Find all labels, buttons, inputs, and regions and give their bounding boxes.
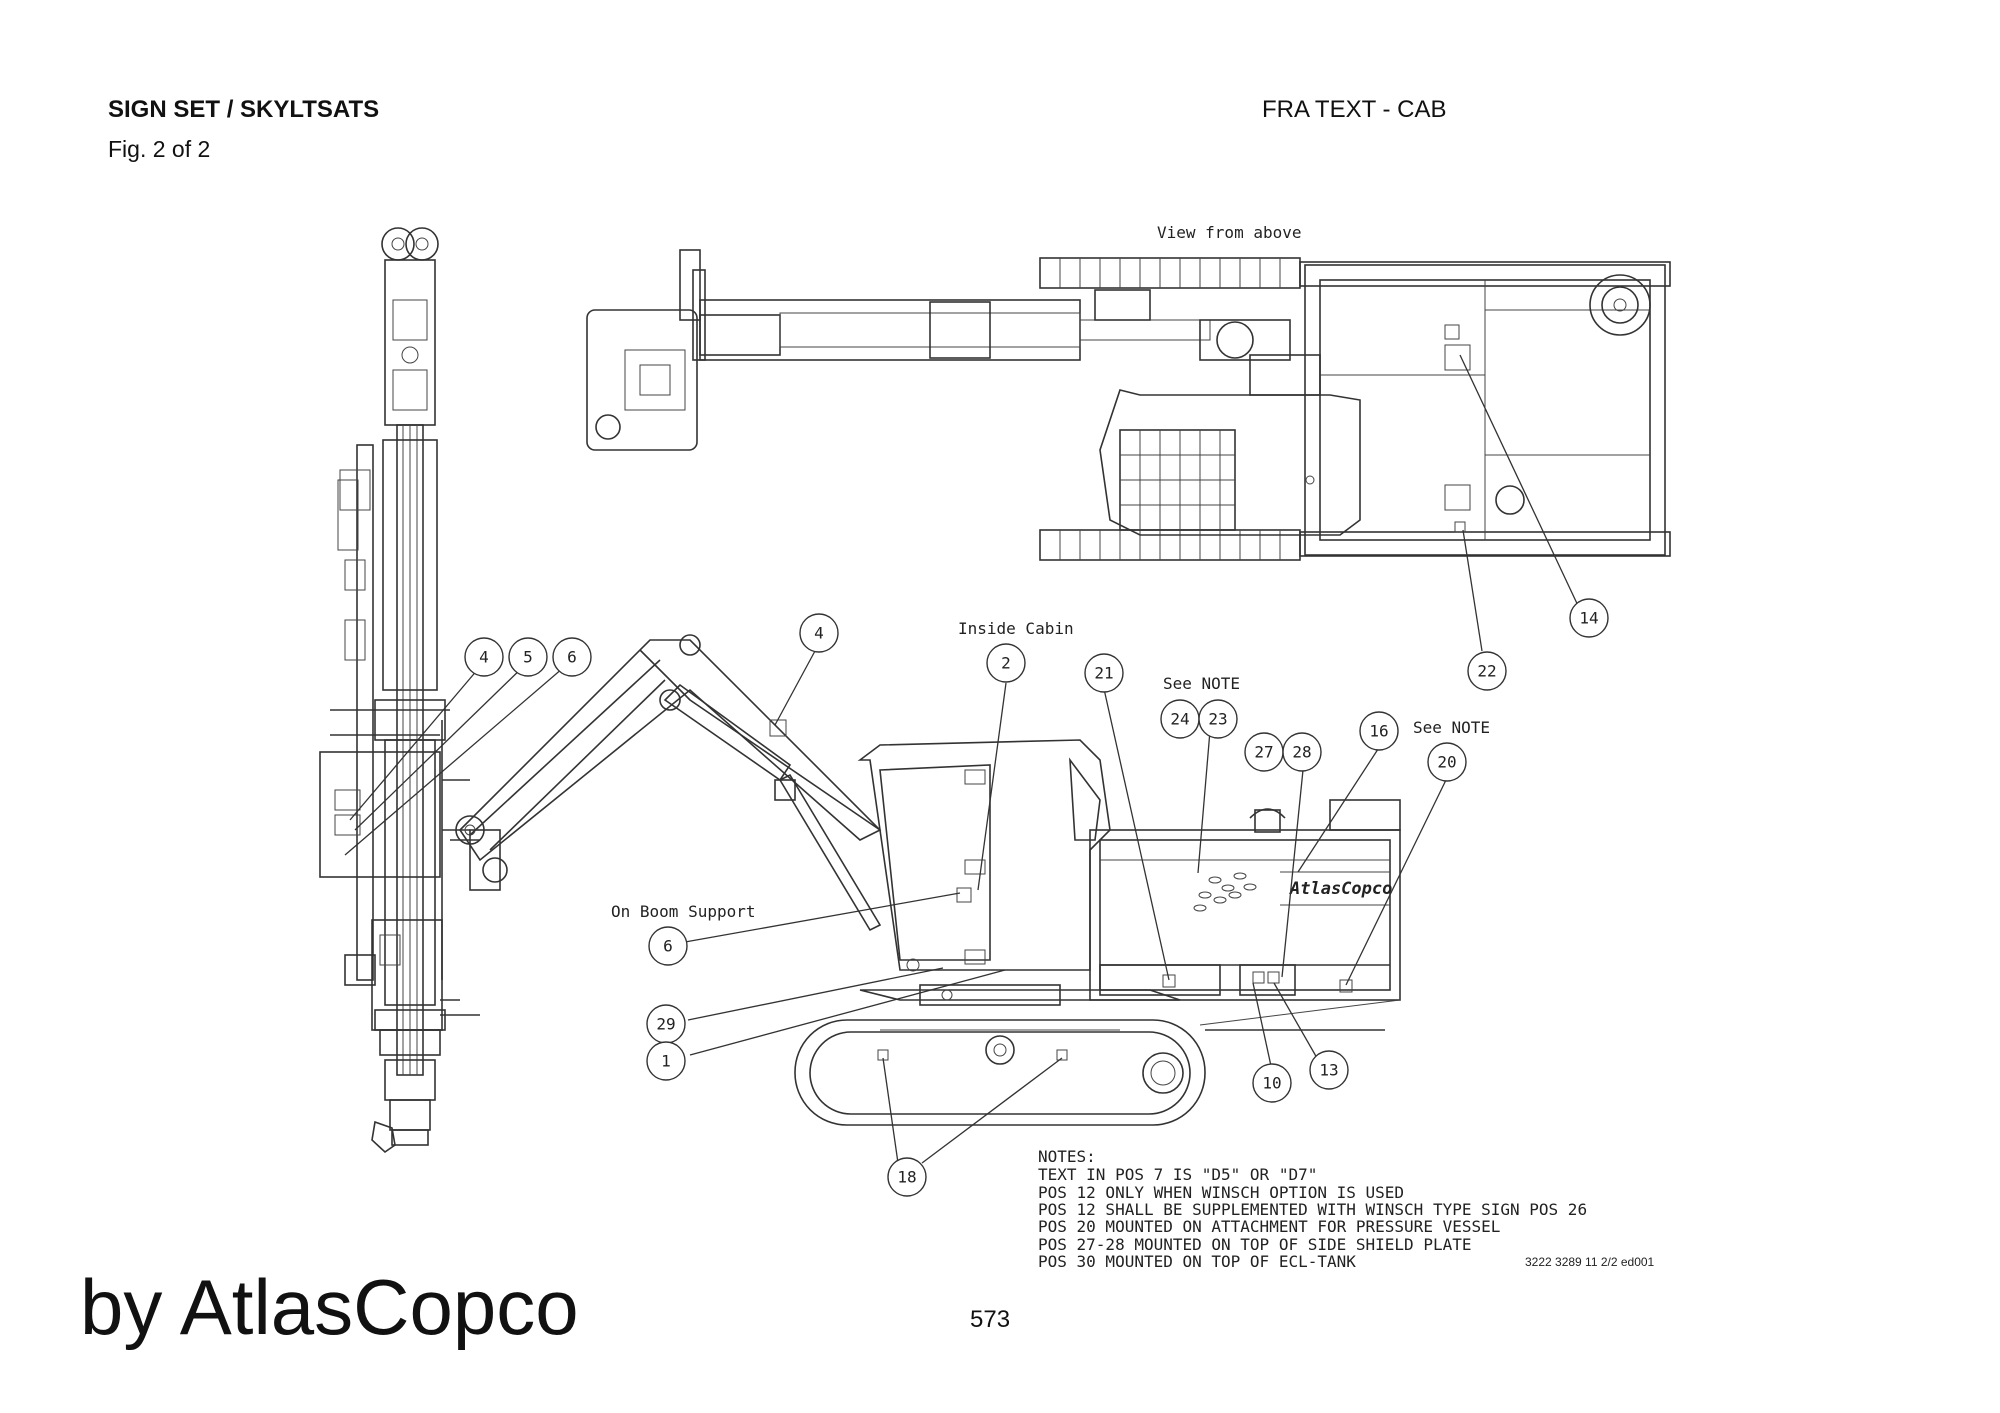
- callout-22: 22: [1467, 651, 1507, 691]
- svg-text:10: 10: [1262, 1074, 1281, 1093]
- callout-14: 14: [1569, 598, 1609, 638]
- svg-text:22: 22: [1477, 662, 1496, 681]
- top-view: [586, 249, 1671, 561]
- callout-16: 16: [1359, 711, 1399, 751]
- page-number: 573: [970, 1306, 1011, 1333]
- callout-6b: 6: [648, 926, 688, 966]
- note-line: POS 12 SHALL BE SUPPLEMENTED WITH WINSCH…: [1038, 1200, 1587, 1219]
- svg-text:13: 13: [1319, 1061, 1338, 1080]
- caption-view-from-above: View from above: [1157, 223, 1302, 242]
- callout-21: 21: [1084, 653, 1124, 693]
- note-line: POS 30 MOUNTED ON TOP OF ECL-TANK: [1038, 1252, 1356, 1271]
- caption-see-note-2: See NOTE: [1413, 718, 1490, 737]
- variant-label: FRA TEXT - CAB: [1262, 96, 1447, 123]
- svg-text:6: 6: [663, 937, 673, 956]
- callout-24: 24: [1160, 699, 1200, 739]
- svg-text:4: 4: [479, 648, 489, 667]
- notes-block: NOTES: TEXT IN POS 7 IS "D5" OR "D7" POS…: [1038, 1147, 1587, 1271]
- svg-text:23: 23: [1208, 710, 1227, 729]
- svg-text:14: 14: [1579, 609, 1598, 628]
- mast-side-view: [319, 227, 480, 1154]
- figure-number: Fig. 2 of 2: [108, 136, 211, 162]
- callout-6a: 6: [552, 637, 592, 677]
- svg-text:16: 16: [1369, 722, 1388, 741]
- callout-4a: 4: [464, 637, 504, 677]
- callout-5: 5: [508, 637, 548, 677]
- svg-text:4: 4: [814, 624, 824, 643]
- svg-text:27: 27: [1254, 743, 1273, 762]
- callout-1: 1: [646, 1041, 686, 1081]
- leader-lines: [344, 354, 1582, 1164]
- svg-text:24: 24: [1170, 710, 1189, 729]
- caption-see-note-1: See NOTE: [1163, 674, 1240, 693]
- svg-text:28: 28: [1292, 743, 1311, 762]
- callout-20: 20: [1427, 742, 1467, 782]
- callout-2: 2: [986, 643, 1026, 683]
- svg-text:29: 29: [656, 1015, 675, 1034]
- svg-text:5: 5: [523, 648, 533, 667]
- caption-inside-cabin: Inside Cabin: [958, 619, 1074, 638]
- callout-28: 28: [1282, 732, 1322, 772]
- note-line: POS 20 MOUNTED ON ATTACHMENT FOR PRESSUR…: [1038, 1217, 1500, 1236]
- svg-text:6: 6: [567, 648, 577, 667]
- note-line: POS 27-28 MOUNTED ON TOP OF SIDE SHIELD …: [1038, 1235, 1471, 1254]
- callout-10: 10: [1252, 1063, 1292, 1103]
- notes-heading: NOTES:: [1038, 1147, 1096, 1166]
- svg-text:21: 21: [1094, 664, 1113, 683]
- svg-text:AtlasCopco: AtlasCopco: [1289, 879, 1392, 899]
- note-line: POS 12 ONLY WHEN WINSCH OPTION IS USED: [1038, 1183, 1404, 1202]
- drawing-number: 3222 3289 11 2/2 ed001: [1525, 1255, 1655, 1269]
- atlascopco-logo: AtlasCopco: [1193, 872, 1392, 912]
- svg-text:20: 20: [1437, 753, 1456, 772]
- callout-18: 18: [887, 1157, 927, 1197]
- callout-23: 23: [1198, 699, 1238, 739]
- callout-27: 27: [1244, 732, 1284, 772]
- page-title: SIGN SET / SKYLTSATS: [108, 96, 380, 123]
- callout-13: 13: [1309, 1050, 1349, 1090]
- callout-29: 29: [646, 1004, 686, 1044]
- callout-4b: 4: [799, 613, 839, 653]
- note-line: TEXT IN POS 7 IS "D5" OR "D7": [1038, 1165, 1317, 1184]
- watermark: by AtlasCopco: [80, 1263, 579, 1351]
- caption-on-boom-support: On Boom Support: [611, 902, 756, 921]
- svg-text:1: 1: [661, 1052, 671, 1071]
- svg-text:18: 18: [897, 1168, 916, 1187]
- svg-text:2: 2: [1001, 654, 1011, 673]
- rig-side-view: AtlasCopco: [455, 634, 1401, 1126]
